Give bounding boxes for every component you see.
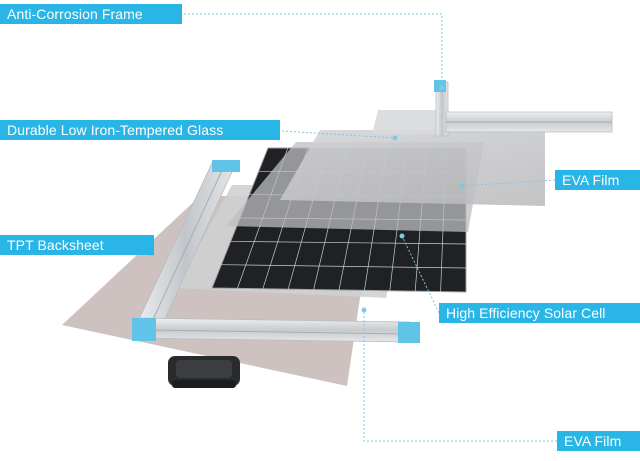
label-tempered-glass: Durable Low Iron-Tempered Glass [0, 120, 280, 140]
frame-corner-cap [398, 322, 420, 343]
label-eva-film-top: EVA Film [555, 170, 640, 190]
tempered-glass [280, 130, 545, 206]
label-anti-corrosion-frame: Anti-Corrosion Frame [0, 4, 182, 24]
cell-grid-line [221, 264, 467, 269]
label-tpt-backsheet: TPT Backsheet [0, 235, 154, 255]
label-solar-cell: High Efficiency Solar Cell [439, 303, 640, 323]
frame-corner-cap [434, 80, 446, 92]
frame-corner-cap [212, 160, 240, 172]
junction-box-icon [168, 356, 240, 388]
frame-top-rail [434, 80, 613, 137]
aluminum-frame [132, 160, 420, 343]
cell-grid-line [230, 240, 467, 245]
label-eva-film-bottom: EVA Film [557, 431, 640, 451]
frame-corner-cap [132, 318, 156, 341]
